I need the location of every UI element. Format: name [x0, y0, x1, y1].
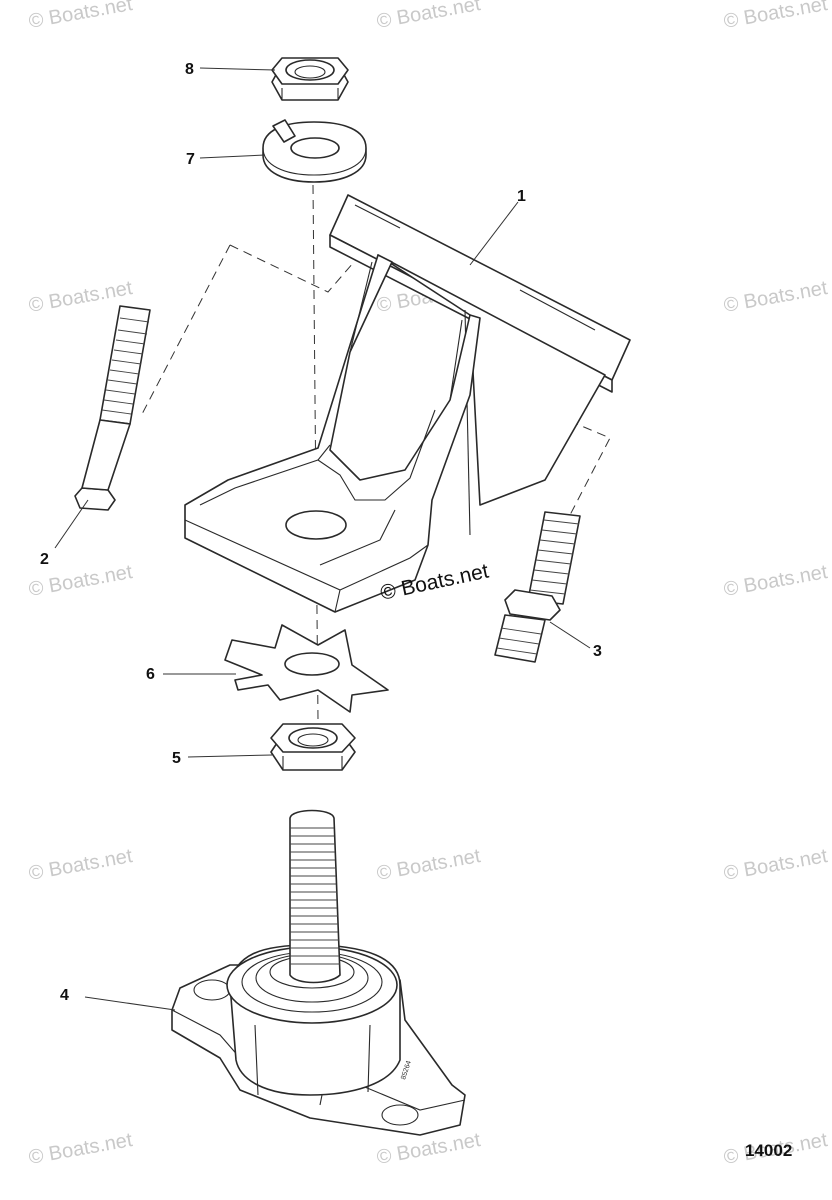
watermark: © Boats.net [375, 845, 482, 885]
watermark: © Boats.net [722, 561, 829, 601]
watermark: © Boats.net [722, 845, 829, 885]
watermark: © Boats.net [375, 0, 482, 33]
bolt [74, 305, 151, 511]
callout-1: 1 [517, 188, 526, 205]
watermark: © Boats.net [27, 1129, 134, 1169]
watermark: © Boats.net [27, 0, 134, 33]
watermark: © Boats.net [375, 1129, 482, 1169]
hex-nut [270, 723, 356, 771]
stud [494, 511, 581, 663]
callout-3: 3 [593, 643, 602, 660]
hex-nut-top [271, 57, 349, 101]
watermark: © Boats.net [722, 0, 829, 33]
watermark: © Boats.net [722, 277, 829, 317]
callout-8: 8 [185, 61, 194, 78]
star-washer [224, 624, 389, 713]
callout-2: 2 [40, 551, 49, 568]
engine-mount: 85264 [171, 809, 466, 1136]
watermark: © Boats.net [27, 845, 134, 885]
callout-5: 5 [172, 750, 181, 767]
callout-7: 7 [186, 151, 195, 168]
figure-number: 14002 [745, 1141, 792, 1160]
callout-4: 4 [60, 987, 69, 1004]
mounting-bracket [184, 194, 631, 613]
lock-washer [262, 119, 367, 183]
leader-lines [54, 67, 591, 1011]
callout-6: 6 [146, 666, 155, 683]
callouts: 8 7 1 2 3 6 5 4 [40, 61, 602, 1004]
